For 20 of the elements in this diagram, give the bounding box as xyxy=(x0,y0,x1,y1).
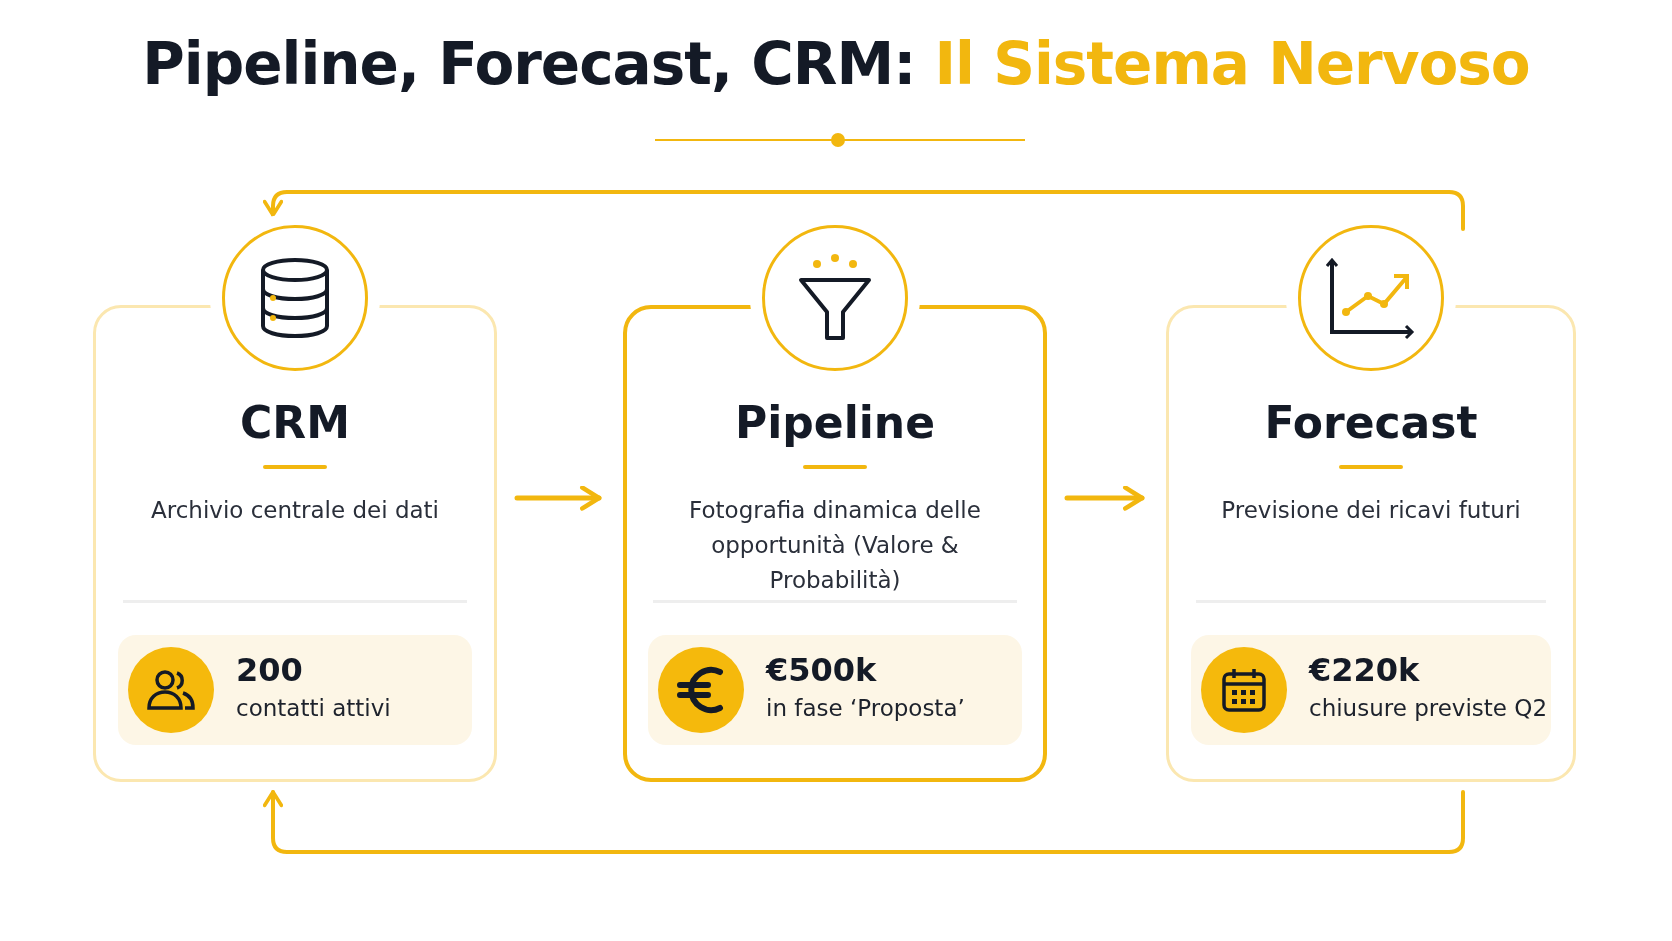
arrow xyxy=(262,190,1465,231)
card-description: Previsione dei ricavi futuri xyxy=(1220,496,1522,525)
stat-panel xyxy=(1191,635,1551,745)
arrow xyxy=(514,485,602,511)
card-title: CRM xyxy=(239,397,351,448)
stat-value: €500k xyxy=(766,651,877,689)
stat-label: chiusure previste Q2 xyxy=(1309,695,1548,721)
card-description: Archivio centrale dei dati xyxy=(150,496,440,525)
stat-label: contatti attivi xyxy=(236,695,391,721)
stat-panel xyxy=(648,635,1022,745)
arrow xyxy=(1064,485,1145,511)
card-title: Pipeline xyxy=(734,397,936,448)
card-description: Fotografia dinamica delle opportunità (Valore & Probabilità) xyxy=(688,496,982,595)
stat-panel xyxy=(118,635,472,745)
title: Pipeline, Forecast, CRM: Il Sistema Nervoso xyxy=(141,30,1531,98)
stat-label: in fase ‘Proposta’ xyxy=(766,695,965,721)
arrow xyxy=(262,790,1465,854)
stat-value: €220k xyxy=(1309,651,1420,689)
card-title: Forecast xyxy=(1263,397,1479,448)
stat-value: 200 xyxy=(236,651,303,689)
